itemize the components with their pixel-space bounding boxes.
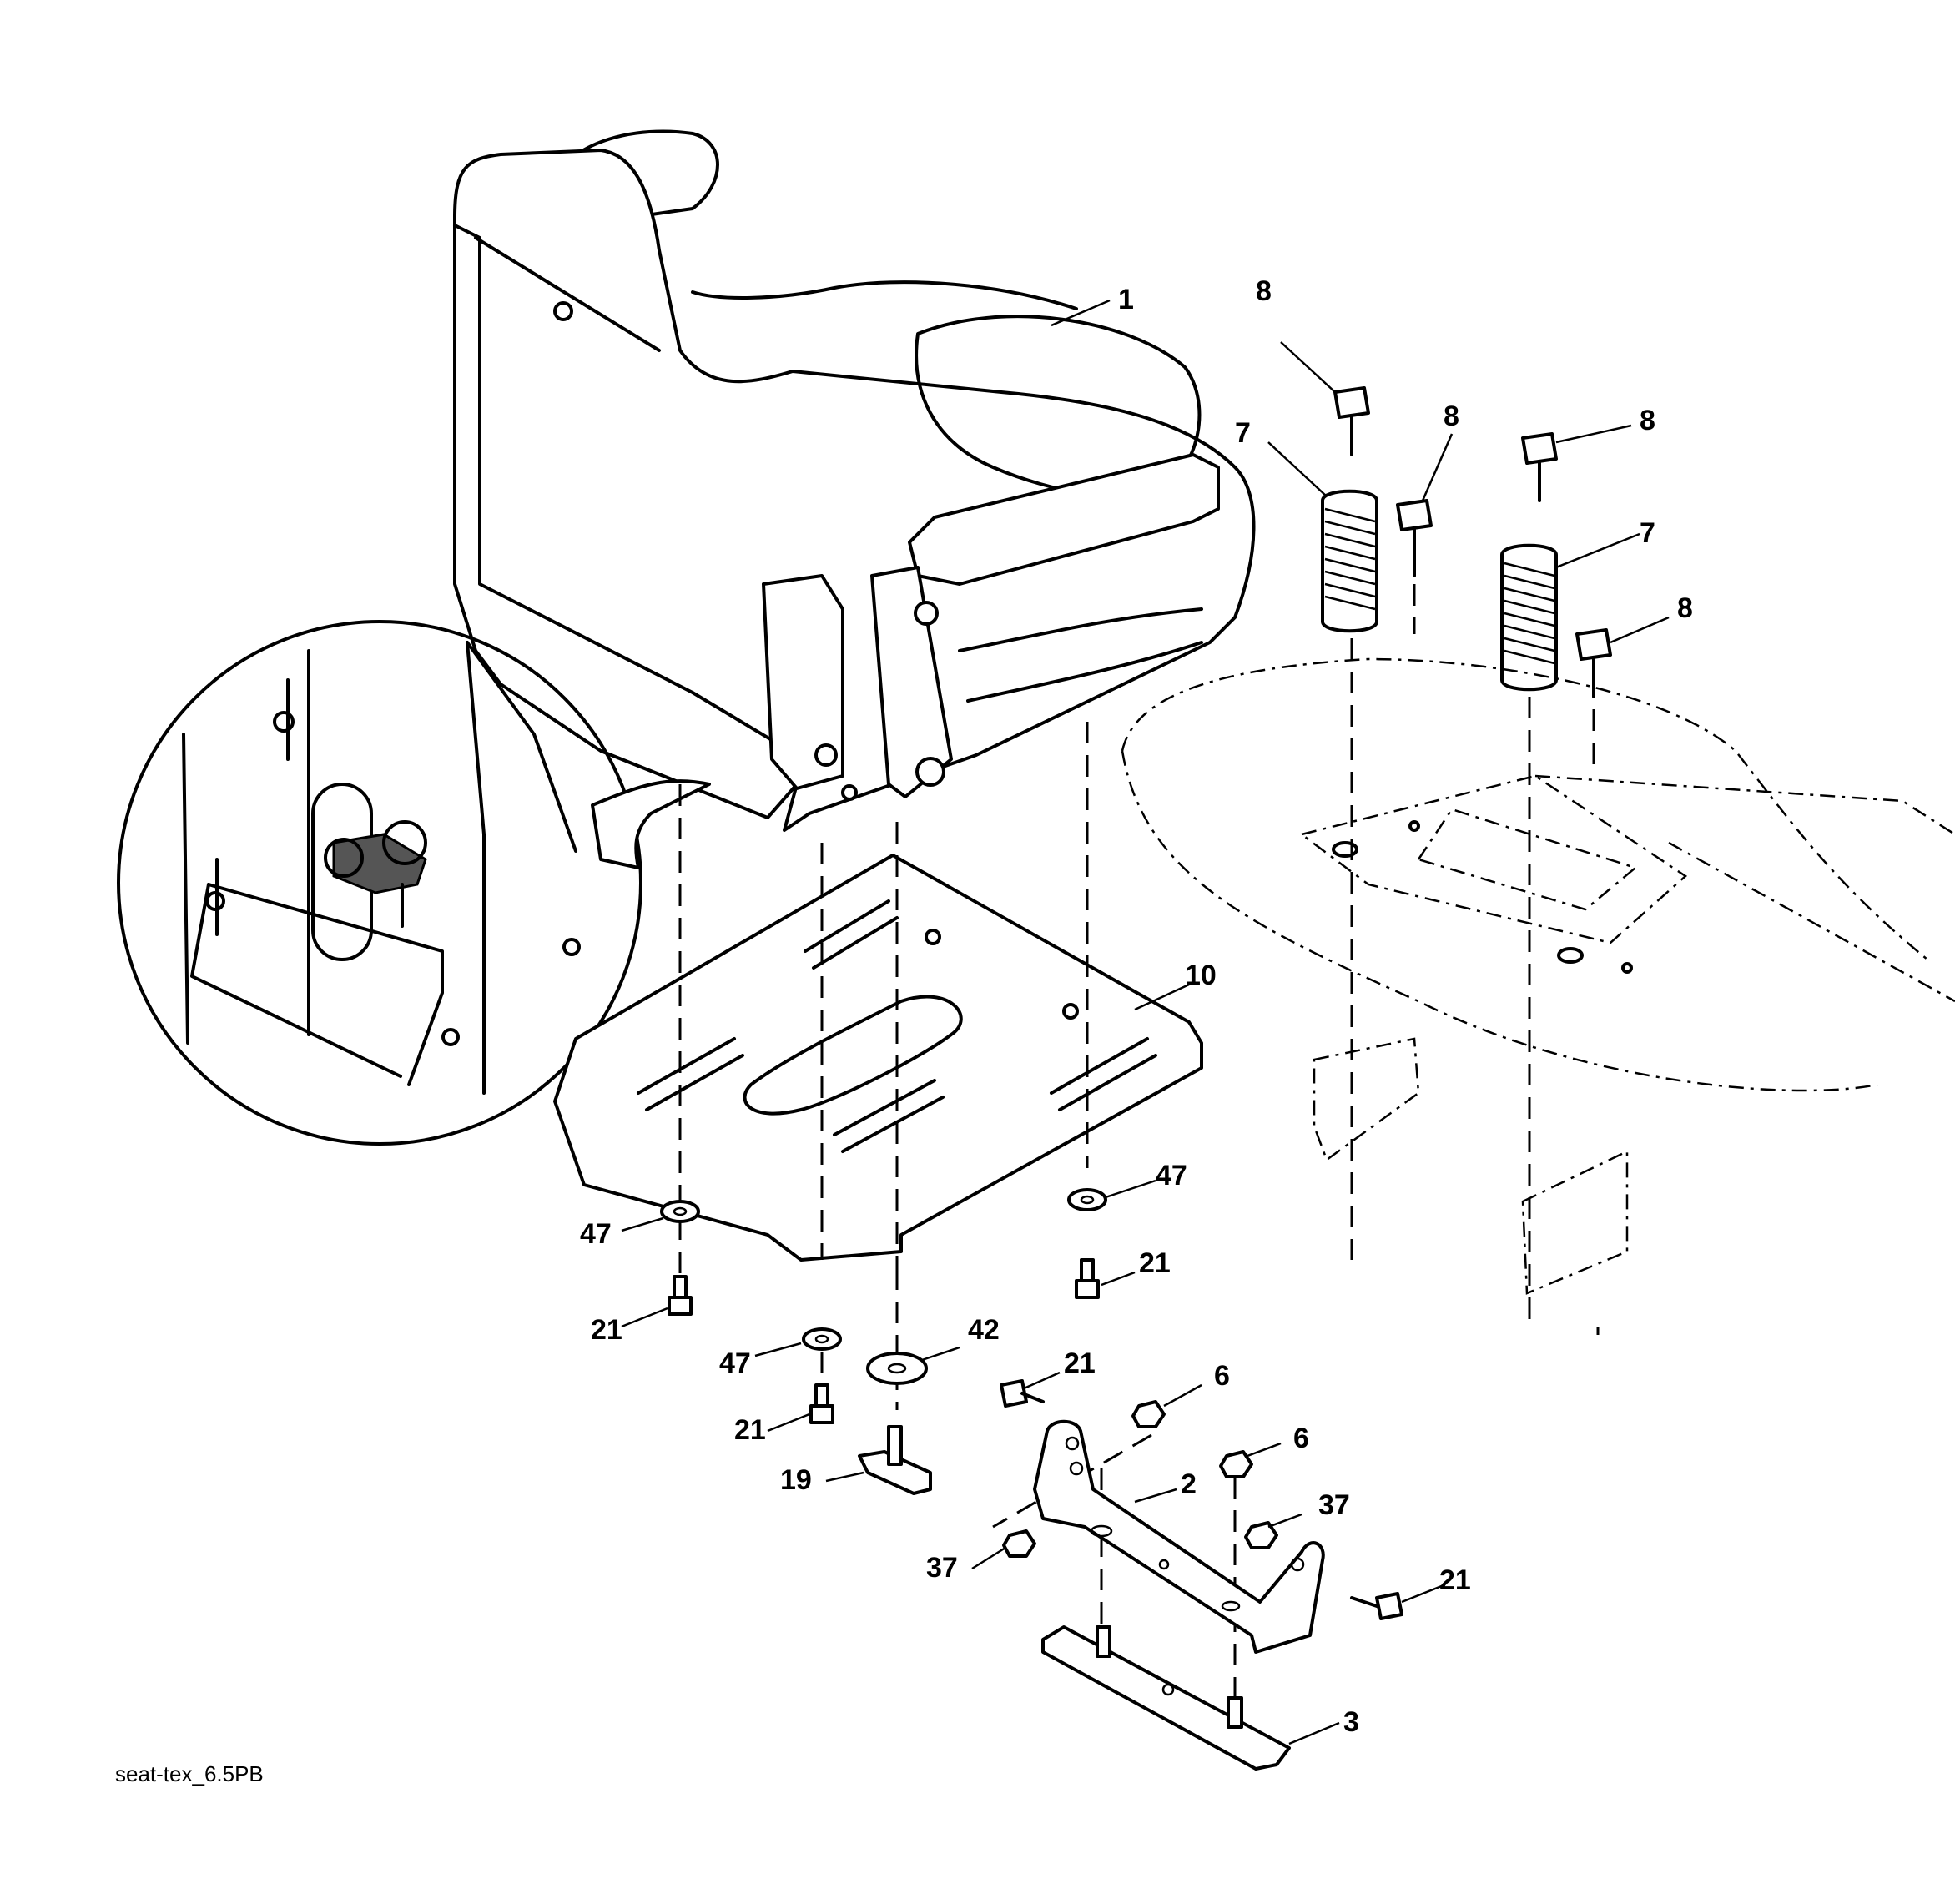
diagram-caption: seat-tex_6.5PB [115,1761,264,1786]
callout-19: 19 [780,1464,812,1496]
base-plate [1041,1625,1291,1771]
leader-lines [621,299,1670,1745]
detail-inset [117,620,711,1146]
callout-2: 2 [1181,1468,1197,1500]
callout-47c: 47 [719,1347,751,1379]
callout-8a: 8 [1256,275,1272,307]
spring-right [1500,543,1558,692]
callout-21d: 21 [734,1414,766,1446]
callout-8d: 8 [1677,592,1693,624]
callout-6a: 6 [1214,1360,1230,1392]
callout-10: 10 [1185,960,1217,991]
callout-7b: 7 [1640,517,1655,549]
callout-8b: 8 [1444,400,1459,432]
seat-plate [553,854,1203,1262]
callout-21a: 21 [1139,1247,1171,1279]
spring-left [1321,489,1378,633]
seat [453,129,1256,832]
callout-21b: 21 [591,1314,622,1346]
callout-42: 42 [968,1314,1000,1346]
bracket [1033,1419,1325,1654]
callout-7a: 7 [1235,417,1251,449]
bolts-8 [1333,386,1612,698]
callout-37a: 37 [1318,1489,1350,1521]
hardware [660,1188,1403,1620]
mower-frame-outline [1121,657,1955,1295]
callout-6b: 6 [1293,1423,1309,1454]
callout-37b: 37 [926,1552,958,1584]
callout-21e: 21 [1439,1564,1471,1596]
callout-8c: 8 [1640,405,1655,436]
callout-1: 1 [1118,284,1134,315]
callout-3: 3 [1343,1706,1359,1738]
callout-47b: 47 [580,1218,612,1250]
callout-labels: 1 8 7 8 8 7 8 10 47 47 21 21 42 47 21 6 … [580,275,1693,1738]
callout-21c: 21 [1064,1347,1096,1379]
callout-47a: 47 [1156,1160,1187,1191]
